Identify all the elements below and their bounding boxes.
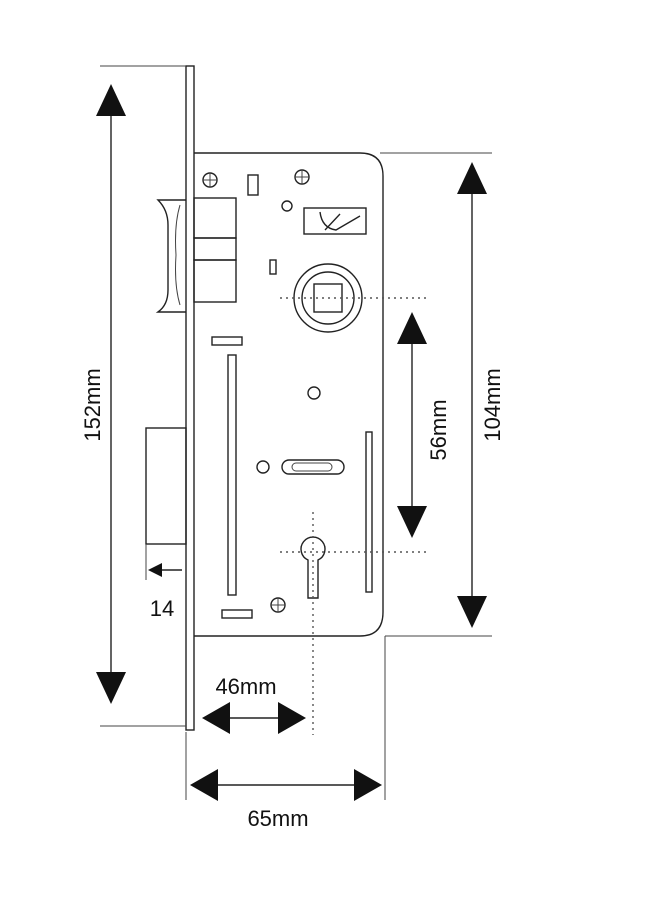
hole-upper <box>281 200 293 212</box>
label-65mm: 65mm <box>247 806 308 831</box>
lock-case <box>194 152 384 637</box>
arrow-up-56 <box>397 312 427 344</box>
lock-drawing <box>145 65 384 731</box>
dead-bolt <box>145 427 187 545</box>
hole-left <box>256 460 270 474</box>
slot-left-long <box>227 354 237 596</box>
label-104mm: 104mm <box>480 368 505 441</box>
slot-top <box>247 174 259 196</box>
dimension-56mm: 56mm <box>397 312 451 538</box>
arrow-down-104 <box>457 596 487 628</box>
arrow-up-104 <box>457 162 487 194</box>
follower-slot-inner <box>291 462 333 472</box>
latch-housing-top <box>193 197 237 239</box>
arrow-up-152 <box>96 84 126 116</box>
arrow-left-46 <box>202 702 230 734</box>
screw-top-right <box>294 169 310 185</box>
keyhole <box>300 536 326 599</box>
latch-housing-bottom <box>193 259 237 303</box>
arrow-down-56 <box>397 506 427 538</box>
faceplate <box>185 65 195 731</box>
dimension-65mm: 65mm <box>190 769 382 831</box>
arrow-right-65 <box>354 769 382 801</box>
label-56mm: 56mm <box>426 399 451 460</box>
dimension-14: 14 <box>148 563 182 621</box>
label-152mm: 152mm <box>80 368 105 441</box>
arrow-right-46 <box>278 702 306 734</box>
label-46mm: 46mm <box>215 674 276 699</box>
hole-middle <box>307 386 321 400</box>
dimension-104mm: 104mm <box>457 162 505 628</box>
latch-bolt <box>155 199 186 313</box>
extension-lines <box>100 65 492 800</box>
follower-slot <box>281 459 345 475</box>
slot-right-long <box>365 431 373 593</box>
cam-lever <box>303 207 367 235</box>
label-14: 14 <box>150 596 174 621</box>
dimension-152mm: 152mm <box>80 84 126 704</box>
screw-bottom <box>270 597 286 613</box>
slot-small <box>269 259 277 275</box>
arrow-down-152 <box>96 672 126 704</box>
latch-housing-mid <box>193 237 237 261</box>
dimension-46mm: 46mm <box>202 674 306 734</box>
arrow-left-65 <box>190 769 218 801</box>
reference-lines <box>280 297 430 735</box>
screw-top-left <box>202 172 218 188</box>
slot-bottom-small <box>221 609 253 619</box>
arrow-left-14 <box>148 563 162 577</box>
slot-top-small <box>211 336 243 346</box>
latch-bolt-inner-curve <box>175 204 181 306</box>
